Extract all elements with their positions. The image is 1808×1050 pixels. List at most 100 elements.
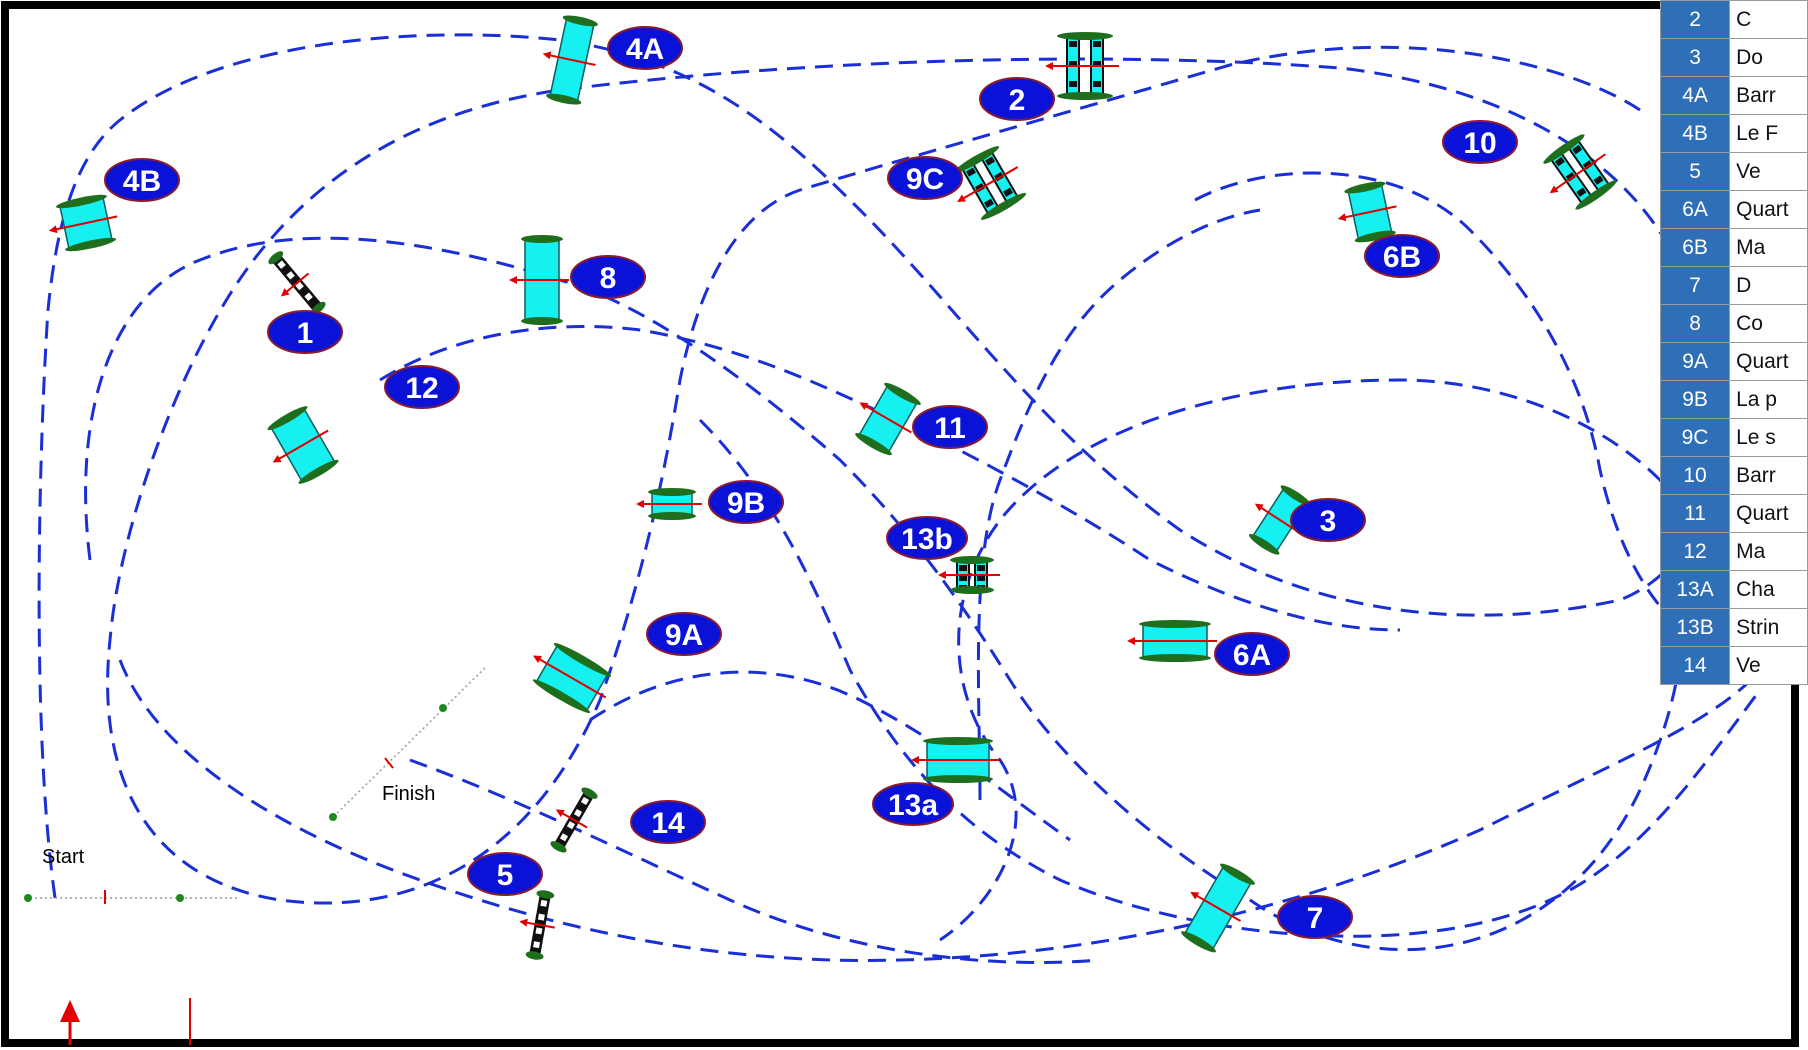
fence-label-6b: 6B bbox=[1364, 234, 1440, 278]
fence-label-14: 14 bbox=[630, 800, 706, 844]
entry-arrows bbox=[60, 998, 191, 1045]
fence-label-text: 4B bbox=[123, 165, 161, 198]
fence-label-12: 12 bbox=[384, 365, 460, 409]
fence-name-cell: Do bbox=[1729, 38, 1808, 77]
fence-label-text: 7 bbox=[1307, 902, 1324, 935]
fence-number-cell: 9B bbox=[1659, 380, 1731, 419]
fence-number-cell: 9C bbox=[1659, 418, 1731, 457]
fence-label-text: 13a bbox=[888, 789, 938, 822]
fence-label-text: 5 bbox=[497, 859, 514, 892]
fence-label-9b: 9B bbox=[708, 480, 784, 524]
fence-name-cell: La p bbox=[1729, 380, 1808, 419]
fence-6a bbox=[1127, 620, 1217, 662]
fence-number-cell: 5 bbox=[1659, 152, 1731, 191]
fence-number-cell: 9A bbox=[1659, 342, 1731, 381]
finish-arrow bbox=[384, 757, 394, 769]
fence-12 bbox=[267, 406, 339, 484]
fence-number-cell: 3 bbox=[1659, 38, 1731, 77]
fence-label-text: 11 bbox=[934, 412, 966, 445]
fence-label-text: 4A bbox=[626, 33, 664, 66]
fence-name-cell: Barr bbox=[1729, 76, 1808, 115]
fence-number-cell: 4A bbox=[1659, 76, 1731, 115]
start-line bbox=[24, 890, 240, 904]
fence-label-2: 2 bbox=[979, 77, 1055, 121]
fence-label-text: 10 bbox=[1463, 127, 1496, 160]
finish-flag-right bbox=[439, 704, 447, 712]
fence-name-cell: Strin bbox=[1729, 608, 1808, 647]
fence-label-text: 2 bbox=[1009, 84, 1026, 117]
fence-label-text: 8 bbox=[600, 262, 617, 295]
fence-number-cell: 11 bbox=[1659, 494, 1731, 533]
fence-3 bbox=[1248, 485, 1312, 555]
fence-label-9c: 9C bbox=[887, 156, 963, 200]
fence-name-cell: Ve bbox=[1729, 646, 1808, 685]
fence-4a bbox=[542, 15, 598, 105]
fence-name-cell: Le F bbox=[1729, 114, 1808, 153]
fence-2 bbox=[1045, 32, 1119, 100]
fence-number-cell: 7 bbox=[1659, 266, 1731, 305]
fence-name-cell: Ve bbox=[1729, 152, 1808, 191]
fence-number-cell: 10 bbox=[1659, 456, 1731, 495]
fence-name-cell: Le s bbox=[1729, 418, 1808, 457]
fence-label-4a: 4A bbox=[607, 26, 683, 70]
fence-label-5: 5 bbox=[467, 852, 543, 896]
fence-label-13b: 13b bbox=[886, 516, 968, 560]
fence-11 bbox=[855, 382, 921, 456]
start-flag-right bbox=[176, 894, 184, 902]
fence-label-1: 1 bbox=[267, 310, 343, 354]
fence-name-cell: Ma bbox=[1729, 532, 1808, 571]
fences bbox=[48, 15, 1617, 960]
fence-number-cell: 12 bbox=[1659, 532, 1731, 571]
fence-6b bbox=[1337, 181, 1397, 243]
fence-number-cell: 13B bbox=[1659, 608, 1731, 647]
fence-name-cell: D bbox=[1729, 266, 1808, 305]
fence-4b bbox=[48, 194, 118, 252]
start-flag-left bbox=[24, 894, 32, 902]
finish-line bbox=[329, 667, 486, 821]
fence-number-cell: 2 bbox=[1659, 0, 1731, 39]
start-label: Start bbox=[42, 846, 85, 868]
fence-name-cell: Barr bbox=[1729, 456, 1808, 495]
fence-name-cell: Cha bbox=[1729, 570, 1808, 609]
fence-label-4b: 4B bbox=[104, 158, 180, 202]
fence-label-8: 8 bbox=[570, 255, 646, 299]
fence-9b bbox=[636, 488, 702, 520]
fence-label-text: 6B bbox=[1383, 241, 1421, 274]
fence-label-13a: 13a bbox=[872, 782, 954, 826]
fence-name-cell: Ma bbox=[1729, 228, 1808, 267]
fence-name-cell: C bbox=[1729, 0, 1808, 39]
fence-label-6a: 6A bbox=[1214, 632, 1290, 676]
fence-number-cell: 6B bbox=[1659, 228, 1731, 267]
fence-9a bbox=[532, 642, 612, 714]
fence-label-3: 3 bbox=[1290, 498, 1366, 542]
fence-label-text: 9B bbox=[727, 487, 765, 520]
fence-label-text: 12 bbox=[405, 372, 438, 405]
fence-10 bbox=[1543, 134, 1617, 210]
fence-name-cell: Co bbox=[1729, 304, 1808, 343]
fence-1 bbox=[268, 251, 326, 315]
fence-number-cell: 13A bbox=[1659, 570, 1731, 609]
fence-label-text: 13b bbox=[901, 523, 953, 556]
fence-13b bbox=[938, 556, 1000, 594]
fence-5 bbox=[519, 890, 555, 960]
fence-label-text: 9A bbox=[665, 619, 703, 652]
fence-label-11: 11 bbox=[912, 405, 988, 449]
fence-8 bbox=[509, 235, 569, 325]
